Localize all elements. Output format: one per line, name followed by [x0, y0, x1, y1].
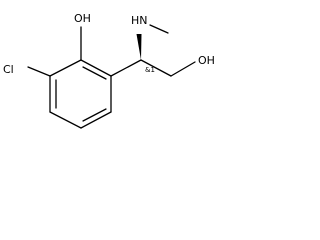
ring-double-bond-c1-c2 — [82, 66, 107, 80]
phenol-hydroxyl-label: OH — [74, 12, 91, 25]
wedge-bond-stereocenter-to-nitrogen — [136, 34, 142, 60]
benzene-ring — [49, 59, 112, 129]
stereo-descriptor-label: &1 — [145, 66, 155, 74]
ring-bond-c4-c5 — [49, 111, 82, 129]
bond-ring-to-stereocenter — [110, 59, 142, 77]
primary-hydroxyl-label: OH — [198, 54, 215, 67]
chlorine-atom-label: Cl — [3, 63, 14, 76]
bond-ch2-to-hydroxyl — [170, 61, 196, 77]
chemical-structure-diagram: Cl OH HN OH &1 — [3, 12, 215, 129]
ring-bond-c6-c1 — [49, 59, 82, 77]
bond-ring-to-chlorine — [27, 66, 51, 77]
ring-double-bond-c3-c4 — [82, 108, 107, 122]
bond-nitrogen-to-methyl — [149, 24, 169, 34]
amine-label: HN — [131, 14, 148, 27]
bond-stereocenter-to-ch2 — [140, 59, 172, 77]
ring-bond-c3-c4 — [80, 111, 112, 129]
ring-bond-c1-c2 — [80, 59, 112, 77]
